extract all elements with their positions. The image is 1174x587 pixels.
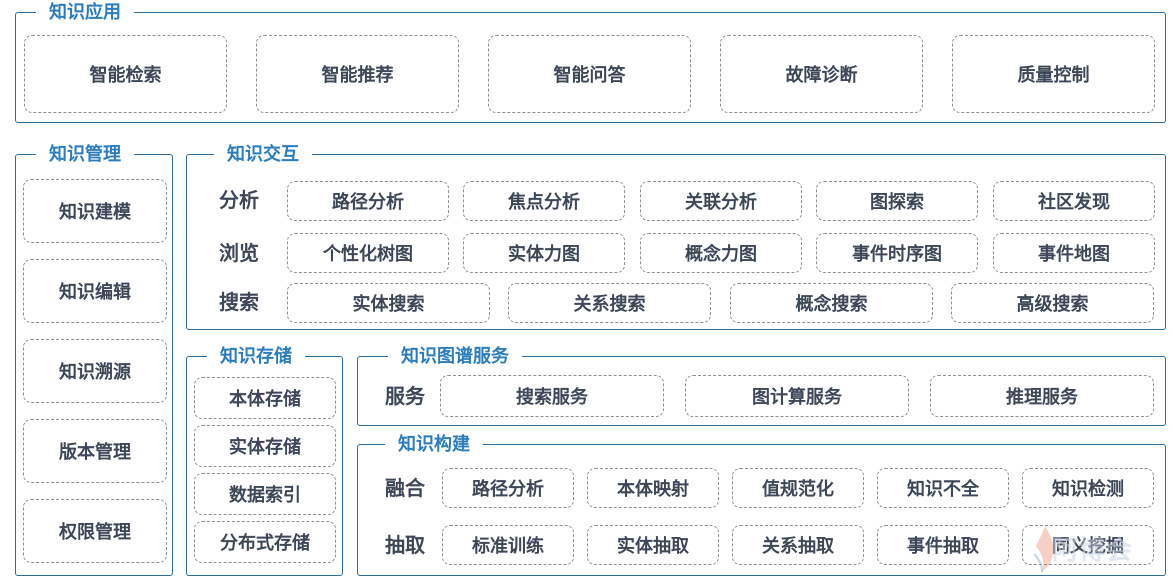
kg-service-title: 知识图谱服务 — [388, 345, 522, 367]
analysis-item-association[interactable]: 关联分析 — [640, 181, 802, 221]
watermark-text: 阿博会 — [1052, 535, 1134, 565]
construction-row-label-fusion: 融合 — [385, 478, 425, 500]
fusion-item-value-normalization[interactable]: 值规范化 — [732, 468, 864, 508]
storage-item-entity[interactable]: 实体存储 — [194, 425, 336, 467]
knowledge-storage-title: 知识存储 — [207, 345, 305, 367]
search-item-relation[interactable]: 关系搜索 — [508, 283, 711, 323]
analysis-item-focus[interactable]: 焦点分析 — [463, 181, 625, 221]
analysis-item-community[interactable]: 社区发现 — [993, 181, 1155, 221]
app-item-intelligent-recommendation[interactable]: 智能推荐 — [256, 35, 459, 113]
storage-item-data-index[interactable]: 数据索引 — [194, 473, 336, 515]
fusion-item-path[interactable]: 路径分析 — [442, 468, 574, 508]
service-item-search[interactable]: 搜索服务 — [440, 375, 664, 417]
extraction-item-relation[interactable]: 关系抽取 — [732, 525, 864, 565]
app-item-fault-diagnosis[interactable]: 故障诊断 — [720, 35, 923, 113]
knowledge-construction-title: 知识构建 — [385, 433, 483, 455]
watermark: 阿博会 — [1030, 522, 1170, 582]
mgmt-item-editing[interactable]: 知识编辑 — [23, 259, 167, 323]
app-item-quality-control[interactable]: 质量控制 — [952, 35, 1155, 113]
interaction-row-label-analysis: 分析 — [219, 190, 259, 212]
mgmt-item-permission[interactable]: 权限管理 — [23, 499, 167, 563]
fusion-item-knowledge-detection[interactable]: 知识检测 — [1022, 468, 1154, 508]
storage-item-distributed[interactable]: 分布式存储 — [194, 521, 336, 563]
knowledge-management-panel: 知识管理 知识建模 知识编辑 知识溯源 版本管理 权限管理 — [15, 143, 173, 576]
service-row-label: 服务 — [385, 386, 425, 408]
interaction-row-label-search: 搜索 — [219, 292, 259, 314]
app-item-intelligent-qa[interactable]: 智能问答 — [488, 35, 691, 113]
browse-item-event-map[interactable]: 事件地图 — [993, 233, 1155, 273]
mgmt-item-tracing[interactable]: 知识溯源 — [23, 339, 167, 403]
knowledge-application-title: 知识应用 — [36, 1, 134, 23]
analysis-item-graph-explore[interactable]: 图探索 — [816, 181, 978, 221]
knowledge-interaction-title: 知识交互 — [214, 143, 312, 165]
service-item-graph-compute[interactable]: 图计算服务 — [685, 375, 909, 417]
extraction-item-event[interactable]: 事件抽取 — [877, 525, 1009, 565]
knowledge-construction-panel: 知识构建 融合 路径分析 本体映射 值规范化 知识不全 知识检测 抽取 标准训练… — [357, 433, 1166, 576]
browse-item-tree[interactable]: 个性化树图 — [287, 233, 449, 273]
search-item-advanced[interactable]: 高级搜索 — [951, 283, 1154, 323]
extraction-item-annotation-training[interactable]: 标准训练 — [442, 525, 574, 565]
fusion-item-knowledge-completion[interactable]: 知识不全 — [877, 468, 1009, 508]
search-item-entity[interactable]: 实体搜索 — [287, 283, 490, 323]
mgmt-item-version[interactable]: 版本管理 — [23, 419, 167, 483]
knowledge-management-title: 知识管理 — [36, 143, 134, 165]
app-item-intelligent-retrieval[interactable]: 智能检索 — [24, 35, 227, 113]
interaction-row-label-browse: 浏览 — [219, 243, 259, 265]
construction-row-label-extraction: 抽取 — [385, 535, 425, 557]
knowledge-storage-panel: 知识存储 本体存储 实体存储 数据索引 分布式存储 — [186, 345, 343, 576]
knowledge-interaction-panel: 知识交互 分析 路径分析 焦点分析 关联分析 图探索 社区发现 浏览 个性化树图… — [186, 143, 1166, 330]
mgmt-item-modeling[interactable]: 知识建模 — [23, 179, 167, 243]
kg-service-panel: 知识图谱服务 服务 搜索服务 图计算服务 推理服务 — [357, 345, 1166, 426]
watermark-logo-icon — [1033, 526, 1054, 573]
analysis-item-path[interactable]: 路径分析 — [287, 181, 449, 221]
browse-item-entity-force[interactable]: 实体力图 — [463, 233, 625, 273]
knowledge-application-panel: 知识应用 智能检索 智能推荐 智能问答 故障诊断 质量控制 — [15, 1, 1166, 123]
storage-item-ontology[interactable]: 本体存储 — [194, 377, 336, 419]
browse-item-concept-force[interactable]: 概念力图 — [640, 233, 802, 273]
extraction-item-synonym[interactable]: 同义挖掘 — [1022, 525, 1154, 565]
search-item-concept[interactable]: 概念搜索 — [730, 283, 933, 323]
service-item-reasoning[interactable]: 推理服务 — [930, 375, 1154, 417]
browse-item-event-timeline[interactable]: 事件时序图 — [816, 233, 978, 273]
extraction-item-entity[interactable]: 实体抽取 — [587, 525, 719, 565]
fusion-item-ontology-mapping[interactable]: 本体映射 — [587, 468, 719, 508]
